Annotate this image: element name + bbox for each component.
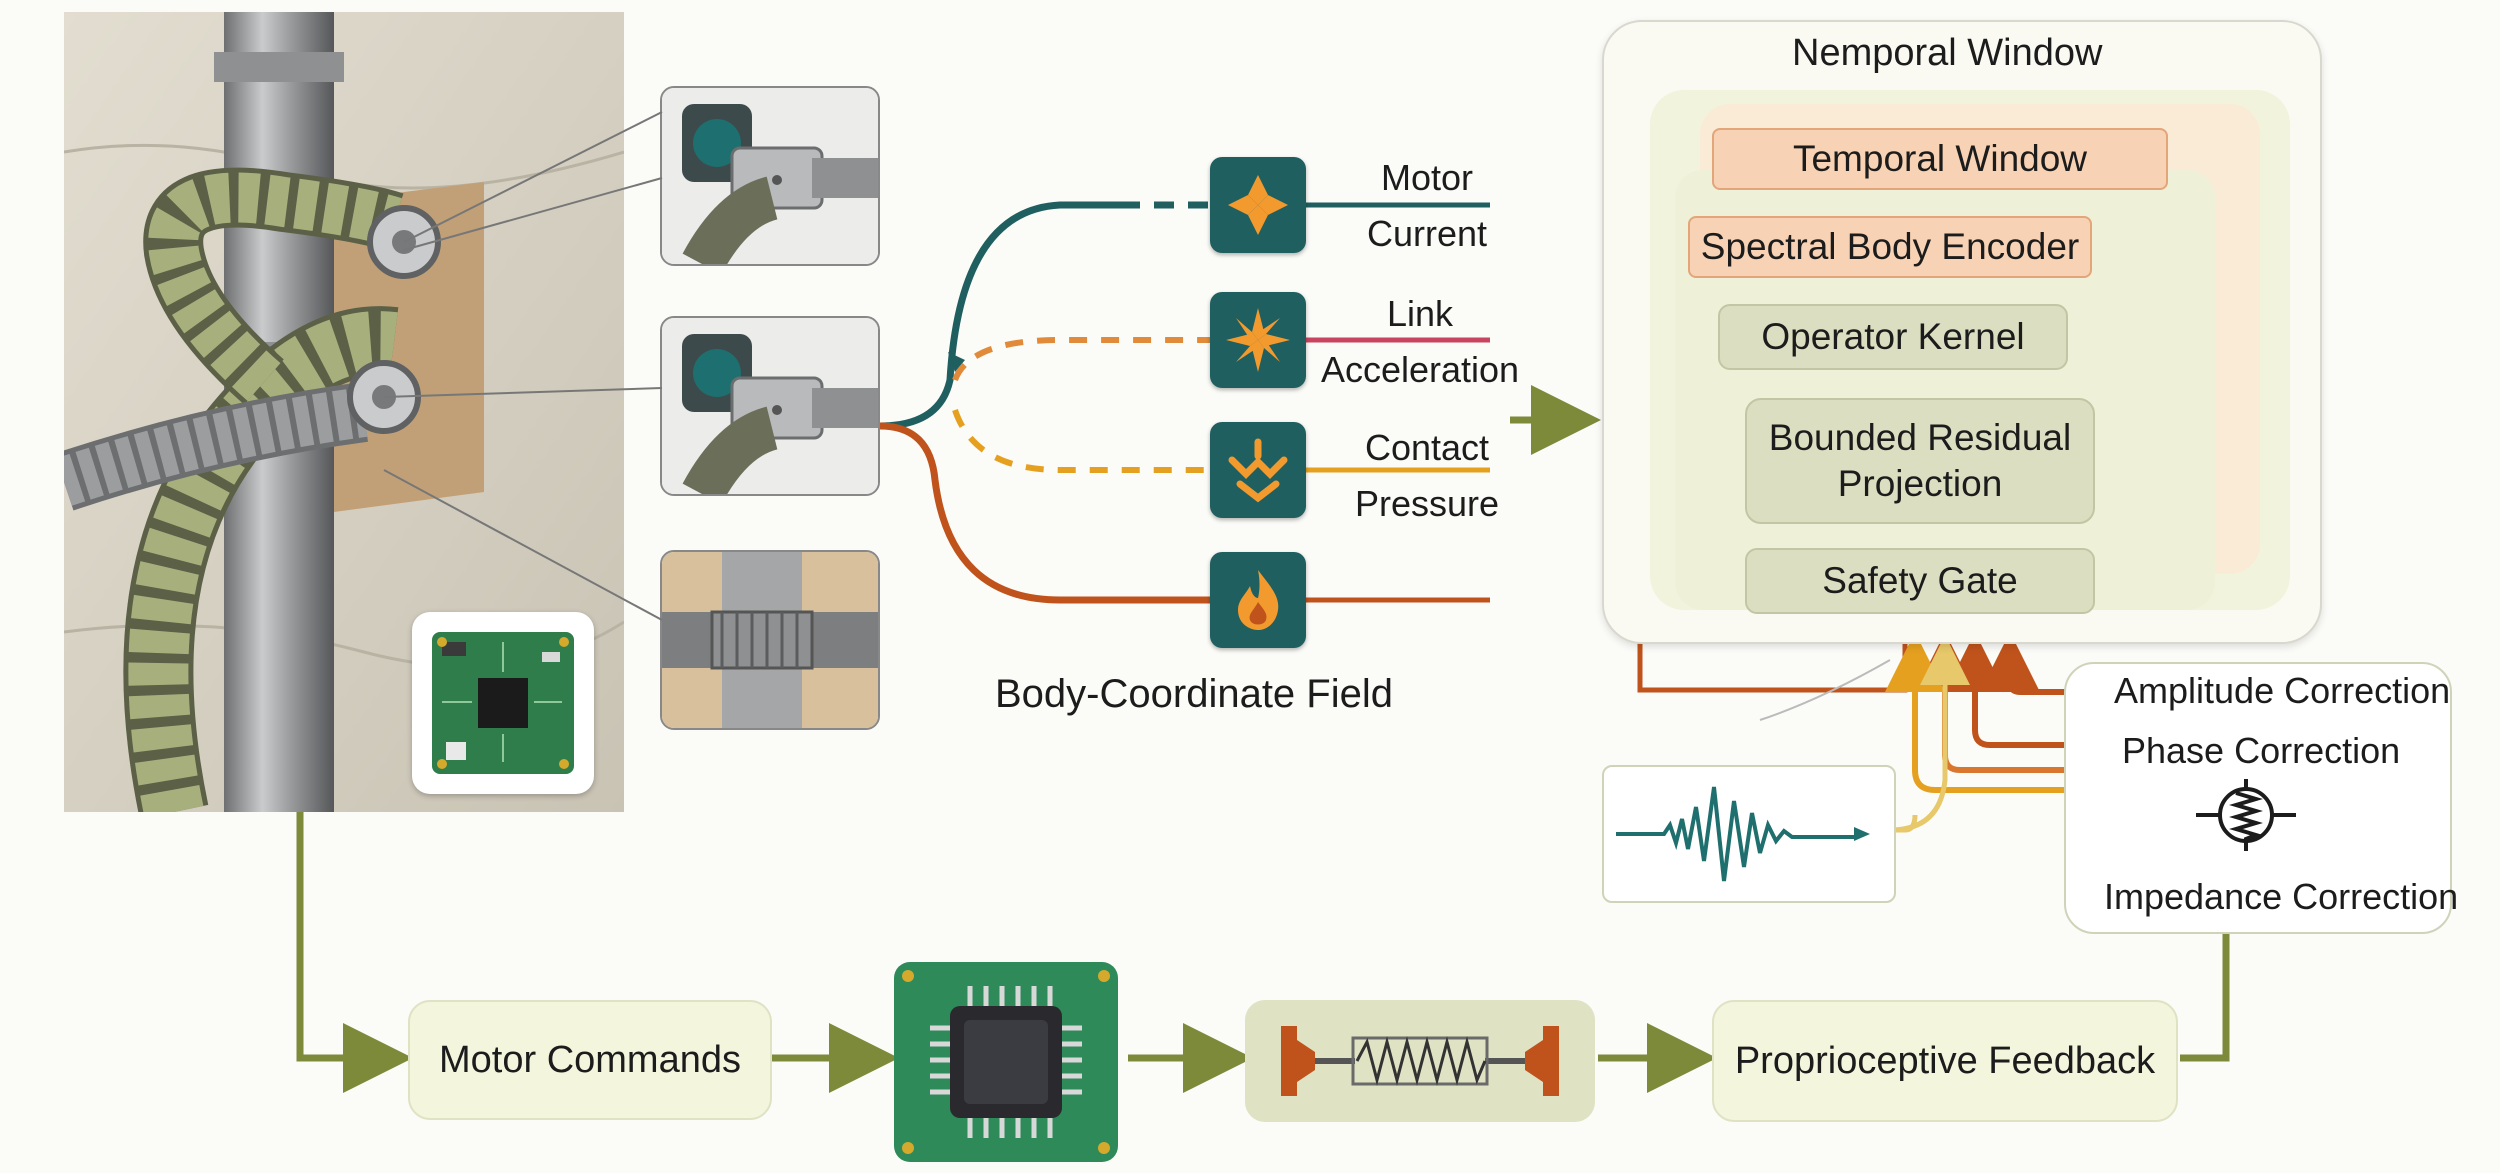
impedance-spring-icon: [2196, 775, 2296, 855]
block-safety-gate: Safety Gate: [1745, 548, 2095, 614]
joint-detail-inset-2: [660, 316, 880, 496]
spring-actuator-icon: [1281, 1026, 1559, 1096]
joint-detail-inset-1: [660, 86, 880, 266]
amplitude-correction-label: Amplitude Correction: [2114, 670, 2451, 711]
impedance-correction-label: Impedance Correction: [2104, 876, 2459, 917]
actuator-spring-box: [1245, 1000, 1595, 1122]
window-title: Nemporal Window: [1792, 32, 2103, 74]
phase-correction-label: Phase Correction: [2122, 730, 2401, 771]
block-bounded-residual: Bounded Residual Projection: [1745, 398, 2095, 524]
star-burst-icon: [1210, 292, 1306, 388]
residual-line-1: Bounded Residual: [1768, 417, 2072, 458]
residual-line-2: Projection: [1837, 463, 2003, 504]
pressure-arrows-icon: [1210, 422, 1306, 518]
block-spectral-encoder: Spectral Body Encoder: [1688, 216, 2092, 278]
waveform-panel: [1602, 765, 1896, 903]
circuit-board-inset: [412, 612, 594, 794]
flame-icon: [1210, 552, 1306, 648]
proprioceptive-feedback-box: Proprioceptive Feedback: [1712, 1000, 2178, 1122]
robot-arm-photo: [64, 12, 624, 812]
joint-detail-inset-3: [660, 550, 880, 730]
block-temporal-window: Temporal Window: [1712, 128, 2168, 190]
field-label: Body-Coordinate Field: [995, 672, 1393, 716]
block-operator-kernel: Operator Kernel: [1718, 304, 2068, 370]
motor-commands-box: Motor Commands: [408, 1000, 772, 1120]
processor-chip-icon: [890, 958, 1122, 1168]
diamond-burst-icon: [1210, 157, 1306, 253]
waveform-signal-icon: [1616, 786, 1870, 882]
